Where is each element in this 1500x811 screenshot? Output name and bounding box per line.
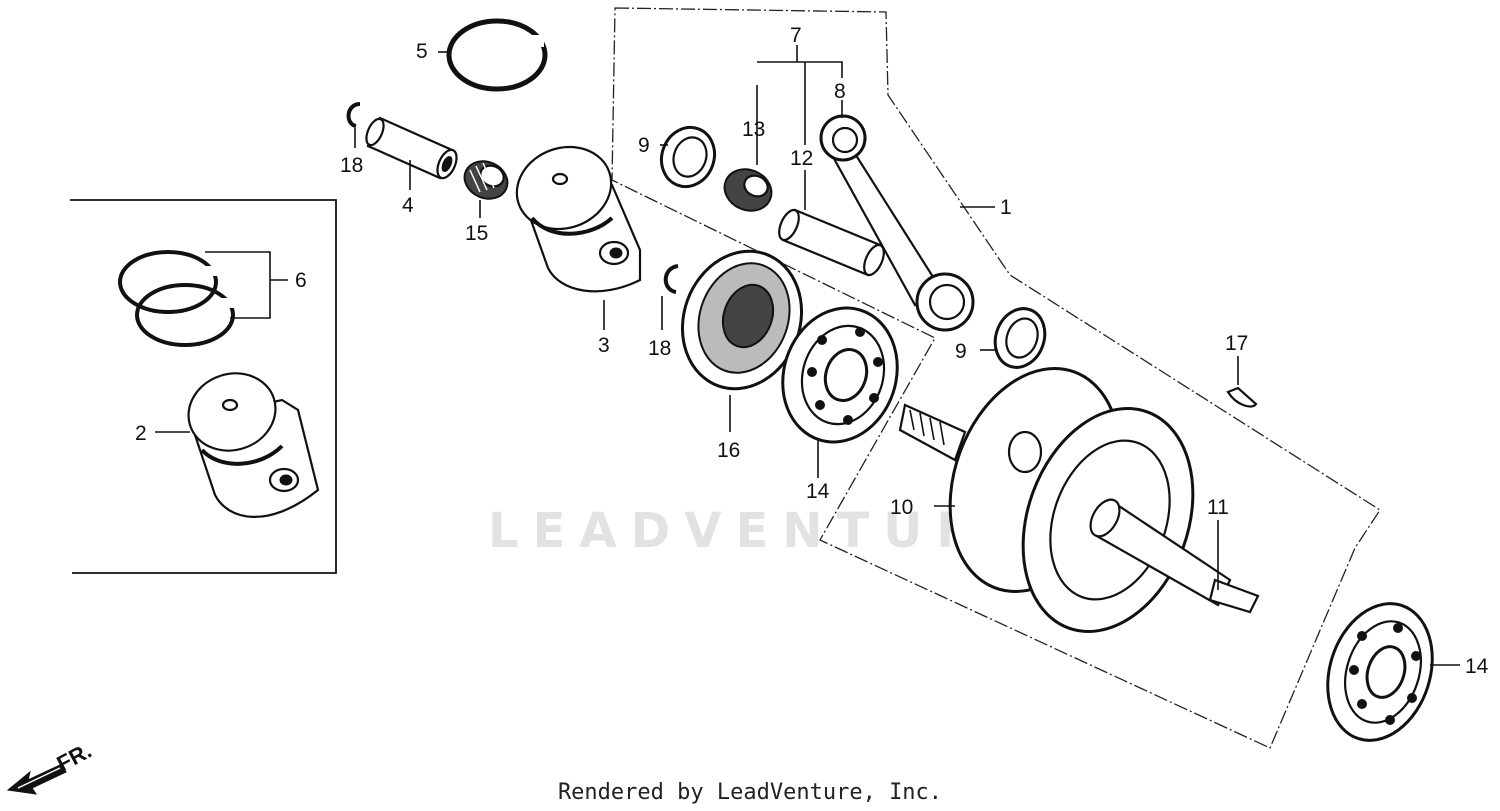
crankshaft-part[interactable] bbox=[898, 345, 1260, 656]
piston-ring-set-part[interactable] bbox=[118, 250, 235, 347]
piston-pin-clip-part[interactable] bbox=[346, 102, 361, 128]
crank-pin-part[interactable] bbox=[775, 207, 888, 278]
callout-2: 2 bbox=[135, 422, 147, 445]
callout-9a: 9 bbox=[638, 134, 650, 157]
piston-option-part[interactable] bbox=[178, 362, 320, 518]
callout-4: 4 bbox=[402, 194, 414, 217]
callout-10: 10 bbox=[890, 496, 913, 519]
callout-8: 8 bbox=[834, 80, 846, 103]
callout-13: 13 bbox=[742, 118, 765, 141]
piston-option-box bbox=[70, 199, 337, 574]
thrust-washer-part[interactable] bbox=[653, 120, 722, 194]
callout-5: 5 bbox=[416, 40, 428, 63]
crank-pin-bearing-part[interactable] bbox=[718, 162, 778, 218]
callout-12: 12 bbox=[790, 147, 813, 170]
piston-pin-part[interactable] bbox=[363, 116, 460, 181]
callout-6: 6 bbox=[295, 269, 307, 292]
leader-lines bbox=[155, 45, 1460, 666]
needle-bearing-part[interactable] bbox=[459, 155, 514, 206]
front-direction-arrow-icon bbox=[6, 763, 67, 795]
main-bearing-part[interactable] bbox=[1311, 590, 1449, 754]
callout-15: 15 bbox=[465, 222, 488, 245]
piston-ring-part[interactable] bbox=[446, 18, 548, 92]
callout-18a: 18 bbox=[340, 154, 363, 177]
callout-18b: 18 bbox=[648, 337, 671, 360]
footer-credit: Rendered by LeadVenture, Inc. bbox=[557, 780, 943, 805]
callout-17: 17 bbox=[1225, 332, 1248, 355]
thrust-washer-part[interactable] bbox=[987, 302, 1053, 375]
connecting-rod-part[interactable] bbox=[819, 114, 975, 332]
piston-pin-clip-part[interactable] bbox=[663, 264, 679, 294]
callout-3: 3 bbox=[598, 334, 610, 357]
piston-part[interactable] bbox=[505, 134, 642, 293]
callout-9b: 9 bbox=[955, 340, 967, 363]
woodruff-key-part[interactable] bbox=[1226, 386, 1258, 408]
callout-14a: 14 bbox=[806, 480, 830, 503]
main-bearing-part[interactable] bbox=[766, 293, 915, 457]
callout-14b: 14 bbox=[1465, 655, 1489, 678]
callout-7: 7 bbox=[790, 24, 802, 47]
callout-1: 1 bbox=[1000, 196, 1012, 219]
assembly-outline bbox=[611, 7, 1381, 749]
watermark: LEADVENTURE bbox=[488, 503, 1034, 559]
oil-seal-part[interactable] bbox=[664, 234, 821, 405]
callout-11: 11 bbox=[1207, 496, 1229, 519]
callout-16: 16 bbox=[717, 439, 740, 462]
